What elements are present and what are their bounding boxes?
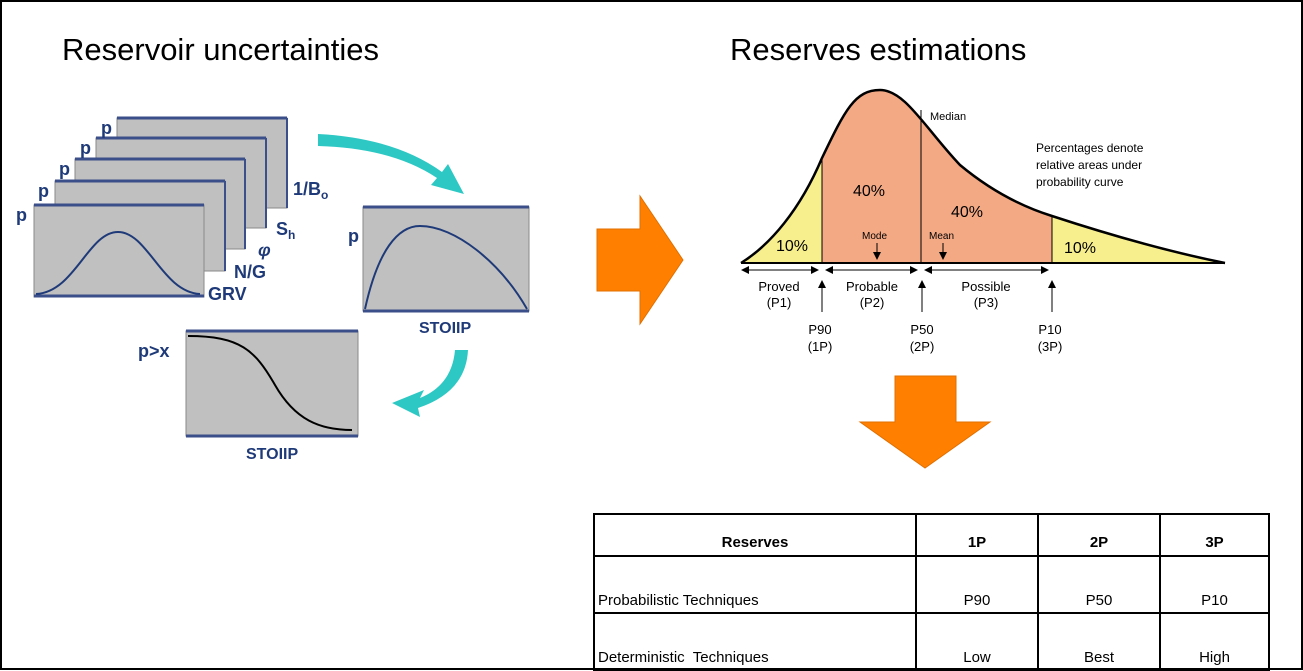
orange-arrow-right [596, 194, 684, 326]
table-row: Probabilistic Techniques P90 P50 P10 [593, 556, 1270, 614]
stoiip-exceedance-distribution: p>x STOIIP [138, 329, 359, 463]
header-reserves: Reserves [593, 514, 917, 557]
median-label: Median [930, 111, 966, 123]
category-proved: Proved [758, 279, 799, 294]
right-title: Reserves estimations [730, 32, 1027, 67]
exceedance-curve [187, 335, 353, 431]
note-line-3: probability curve [1036, 175, 1124, 189]
panel-grv [33, 203, 205, 298]
cyan-arrow-right [318, 134, 464, 194]
grv-label: GRV [208, 284, 247, 304]
p-label-1: p [101, 118, 112, 138]
category-proved-code: (P1) [767, 295, 792, 310]
cell-probabilistic-1p: P90 [915, 556, 1039, 614]
cell-deterministic-1p: Low [915, 613, 1039, 670]
p-label-5: p [16, 205, 27, 225]
reserves-table: Reserves 1P 2P 3P Probabilistic Techniqu… [593, 513, 1270, 671]
orange-arrow-down [858, 375, 992, 469]
inv-bo-label: 1/Bo [293, 179, 328, 202]
reserves-probability-curve: Median Percentages denote relative areas… [740, 88, 1226, 354]
header-3p: 3P [1159, 514, 1270, 557]
pct-right: 10% [1064, 240, 1096, 257]
body-area [822, 90, 1052, 263]
category-possible-code: (P3) [974, 295, 999, 310]
p-label-4: p [38, 181, 49, 201]
stoiip-label-2: STOIIP [246, 446, 298, 463]
percentile-p50: P50 [910, 322, 933, 337]
percentile-p90: P90 [808, 322, 831, 337]
stoiip-label: STOIIP [419, 320, 471, 337]
sh-label: Sh [276, 219, 295, 242]
mode-label: Mode [862, 231, 887, 242]
stoiip-p-label: p [348, 226, 359, 246]
pct-left: 10% [776, 238, 808, 255]
category-probable-code: (P2) [860, 295, 885, 310]
category-possible: Possible [961, 279, 1010, 294]
row-label-probabilistic: Probabilistic Techniques [593, 556, 917, 614]
grv-bell-curve [35, 230, 201, 295]
mean-label: Mean [929, 231, 954, 242]
stoiip-skewed-curve [364, 224, 528, 310]
cell-probabilistic-3p: P10 [1159, 556, 1270, 614]
ng-label: N/G [234, 262, 266, 282]
p-label-2: p [80, 138, 91, 158]
pct-possible: 40% [951, 204, 983, 221]
left-title: Reservoir uncertainties [62, 32, 380, 67]
note-line-1: Percentages denote [1036, 141, 1144, 155]
tail-area-right [1052, 216, 1225, 263]
percentile-p10: P10 [1038, 322, 1061, 337]
cell-probabilistic-2p: P50 [1037, 556, 1161, 614]
pct-probable: 40% [853, 183, 885, 200]
phi-label: φ [258, 240, 271, 260]
header-1p: 1P [915, 514, 1039, 557]
p-label-3: p [59, 159, 70, 179]
tail-area-left [741, 158, 822, 263]
exceedance-axis-label: p>x [138, 341, 170, 361]
table-header-row: Reserves 1P 2P 3P [593, 514, 1270, 557]
table-row: Deterministic Techniques Low Best High [593, 613, 1270, 670]
percentile-p50-code: (2P) [910, 339, 935, 354]
percentile-p90-code: (1P) [808, 339, 833, 354]
stoiip-distribution: p STOIIP [348, 205, 530, 337]
cell-deterministic-3p: High [1159, 613, 1270, 670]
cyan-arrow-down [392, 350, 468, 417]
note-line-2: relative areas under [1036, 158, 1142, 172]
row-label-deterministic: Deterministic Techniques [593, 613, 917, 670]
curve-outline [740, 88, 1226, 265]
cell-deterministic-2p: Best [1037, 613, 1161, 670]
category-probable: Probable [846, 279, 898, 294]
percentile-p10-code: (3P) [1038, 339, 1063, 354]
header-2p: 2P [1037, 514, 1161, 557]
input-distribution-stack: p p p p p 1/Bo Sh φ N/G GRV [16, 116, 328, 304]
